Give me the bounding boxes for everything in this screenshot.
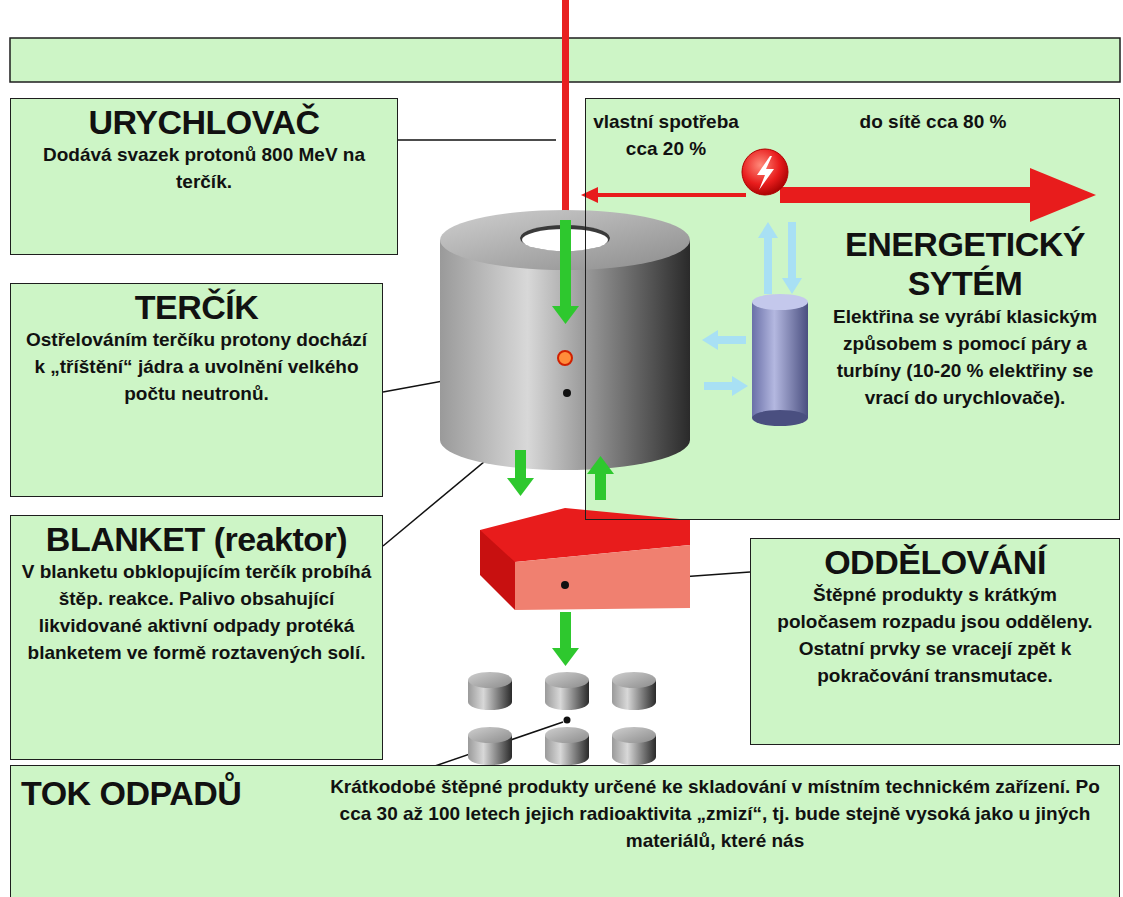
blanket-cylinder: [440, 210, 690, 470]
canister-dot: [564, 717, 571, 724]
box-title: URYCHLOVAČ: [21, 103, 387, 142]
waste-band: TOK ODPADŮKrátkodobé štěpné produkty urč…: [10, 765, 1120, 897]
box-title: ENERGETICKÝ SYTÉM: [814, 225, 1116, 303]
blanket-dot: [563, 389, 571, 397]
canister: [612, 672, 656, 710]
proton-beam: [562, 0, 569, 216]
power-arrows: [581, 149, 1096, 222]
accelerator-box: URYCHLOVAČDodává svazek protonů 800 MeV …: [10, 98, 398, 255]
canister: [468, 727, 512, 765]
box-text: do sítě cca 80 %: [848, 109, 1018, 136]
energy-panel: vlastní spotřeba cca 20 % do sítě cca 80 …: [585, 98, 1120, 520]
canister: [545, 672, 589, 710]
target-box: TERČÍKOstřelováním terčíku protony dochá…: [10, 283, 383, 497]
box-title: TOK ODPADŮ: [21, 774, 321, 813]
box-text: Ostřelováním terčíku protony dochází k „…: [21, 327, 372, 408]
box-text: Krátkodobé štěpné produkty určené ke skl…: [321, 774, 1109, 855]
canister: [468, 672, 512, 710]
canister: [612, 727, 656, 765]
target-dot: [558, 351, 572, 365]
separator-block: [480, 508, 690, 610]
separation-box: ODDĚLOVÁNÍŠtěpné produkty s krátkým polo…: [750, 538, 1120, 745]
box-text: V blanketu obklopujícím terčík probíhá š…: [21, 559, 372, 667]
waste-canisters: [468, 672, 656, 765]
box-text: Štěpné produkty s krátkým poločasem rozp…: [761, 582, 1109, 690]
box-title: BLANKET (reaktor): [21, 520, 372, 559]
blanket-box: BLANKET (reaktor)V blanketu obklopujícím…: [10, 515, 383, 760]
steam-drum: [752, 294, 808, 426]
heat-arrows: [702, 222, 802, 396]
canister: [545, 727, 589, 765]
box-title: TERČÍK: [21, 288, 372, 327]
box-text: Dodává svazek protonů 800 MeV na terčík.: [21, 142, 387, 196]
leader-lines: [383, 140, 750, 778]
box-title: ODDĚLOVÁNÍ: [761, 543, 1109, 582]
box-text: vlastní spotřeba cca 20 %: [591, 109, 741, 163]
box-text: Elektřina se vyrábí klasickým způsobem s…: [814, 304, 1116, 412]
